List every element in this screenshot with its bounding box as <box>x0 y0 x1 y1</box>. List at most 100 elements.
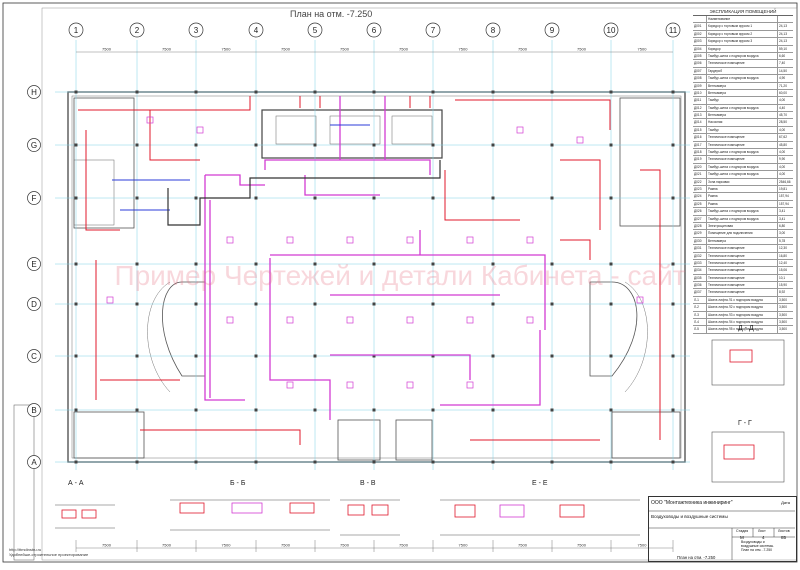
span-dimension: 7500 <box>281 47 291 52</box>
room-name: Шахта лифта Л4 с подпором воздуха <box>707 319 778 326</box>
room-num: Д034 <box>693 267 707 274</box>
structural-column <box>254 196 258 200</box>
room-num: Л-2 <box>693 304 707 311</box>
room-name: Насосная <box>707 119 778 126</box>
room-name: Техническое помещение <box>707 274 778 282</box>
room-area: 8,92 <box>779 290 786 295</box>
room-num: Д037 <box>693 289 707 296</box>
section-bb <box>170 499 330 531</box>
column-axis-10: 10 <box>603 22 619 38</box>
structural-column <box>372 354 376 358</box>
room-area: 6,60 <box>779 53 786 58</box>
air-diffusers <box>106 116 644 389</box>
room-num: Д020 <box>693 163 707 171</box>
room-name: Коридор с торговым ярусом 1 <box>707 23 778 30</box>
room-area: 12,30 <box>779 246 787 251</box>
room-num: Д009 <box>693 82 707 89</box>
room-area: 4,40 <box>779 105 786 110</box>
span-dimension: 7500 <box>222 543 232 548</box>
room-name: Тамбур-шлюз с подпором воздуха <box>707 149 778 156</box>
room-num: Д036 <box>693 282 707 289</box>
structural-column <box>431 90 435 94</box>
column-axis-label: 8 <box>491 26 496 35</box>
left-stamp <box>13 404 35 561</box>
room-area: 15,06 <box>779 268 787 273</box>
footer-url: http://ttmdinstru.ru <box>9 547 42 552</box>
structural-column <box>372 90 376 94</box>
row-axis-E: E <box>27 257 41 271</box>
sheets-label: Листов <box>778 529 790 533</box>
structural-column <box>491 196 495 200</box>
air-diffuser <box>466 236 474 244</box>
structural-column <box>671 408 675 412</box>
structural-column <box>135 196 139 200</box>
room-name: Электрощитовая <box>707 222 778 230</box>
row-axis-label: B <box>31 406 36 415</box>
section-ee <box>440 499 640 536</box>
structural-column <box>74 196 78 200</box>
column-axis-9: 9 <box>544 22 560 38</box>
room-name: Техническое помещение <box>707 289 778 296</box>
room-area: 6,80 <box>779 223 786 228</box>
structural-column <box>74 302 78 306</box>
structural-column <box>550 143 554 147</box>
structural-column <box>135 90 139 94</box>
room-area: 4,90 <box>779 76 786 81</box>
column-axis-label: 10 <box>607 26 616 35</box>
air-diffuser <box>526 316 534 324</box>
span-dimension: 7500 <box>459 47 469 52</box>
row-axis-D: D <box>27 297 41 311</box>
date-label: Дата <box>781 500 790 505</box>
room-area: 3,00 <box>779 231 786 236</box>
room-num: Д013 <box>693 112 707 119</box>
plan-name: План на отм. -7.250 <box>677 555 716 560</box>
row-axis-C: C <box>27 349 41 363</box>
room-name: Техническое помещение <box>707 267 778 274</box>
structural-column <box>254 143 258 147</box>
room-name: Техническое помещение <box>707 245 778 252</box>
column-axis-label: 5 <box>313 26 318 35</box>
room-num: Д023 <box>693 185 707 193</box>
room-name: Рампа <box>707 200 778 208</box>
room-num: Л-4 <box>693 319 707 326</box>
room-area: 59,10 <box>779 46 787 51</box>
room-name: Коридор с торговым ярусом 3 <box>707 38 778 45</box>
structural-column <box>194 90 198 94</box>
room-name: Техническое помещение <box>707 252 778 259</box>
structural-column <box>254 354 258 358</box>
room-area: 12,40 <box>779 260 787 265</box>
air-diffuser <box>466 316 474 324</box>
inner-frame <box>41 7 798 561</box>
room-num: Д035 <box>693 274 707 282</box>
room-num: Д021 <box>693 171 707 178</box>
span-dimension: 7500 <box>577 543 587 548</box>
span-dimension: 7500 <box>518 47 528 52</box>
room-name: Техническое помещение <box>707 156 778 163</box>
room-name: Рампа <box>707 185 778 193</box>
room-area: 19,81 <box>779 186 787 191</box>
room-name: Гардероб <box>707 67 778 75</box>
structural-column <box>431 354 435 358</box>
air-diffuser <box>466 381 474 389</box>
air-diffuser <box>346 236 354 244</box>
room-area: 24,13 <box>779 39 787 44</box>
structural-column <box>491 302 495 306</box>
structural-column <box>671 90 675 94</box>
room-area: 24,13 <box>779 24 787 29</box>
room-num: Д033 <box>693 259 707 267</box>
room-name: Тамбур-шлюз с подпором воздуха <box>707 104 778 112</box>
